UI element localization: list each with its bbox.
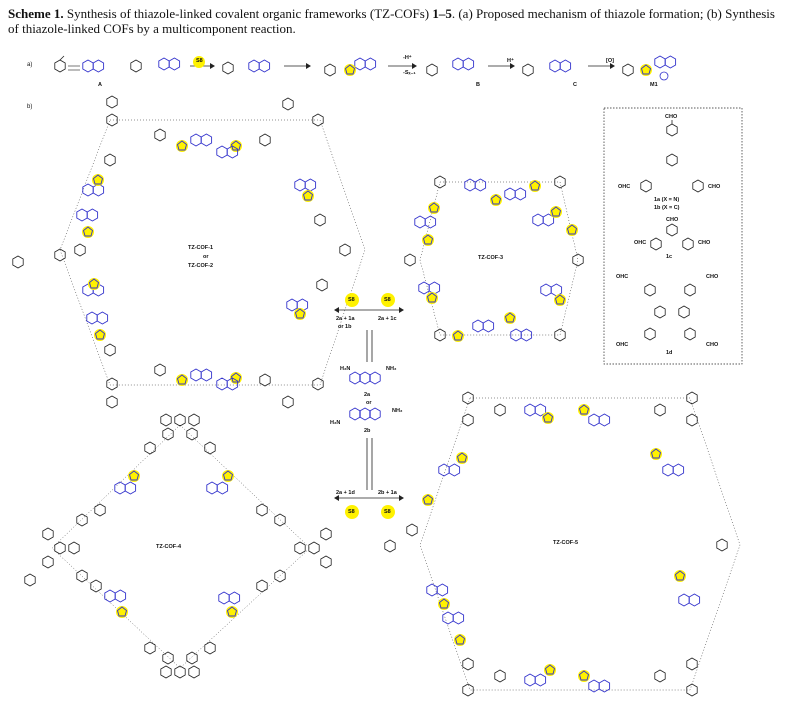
box-label-1c: 1c — [666, 254, 673, 260]
compound-label-a: A — [98, 82, 102, 88]
box-ohc-1d: OHC — [616, 274, 629, 280]
amine-nh2-b: NH₂ — [392, 408, 403, 414]
cof-5-label: TZ-COF-5 — [553, 540, 579, 546]
box-cho-top: CHO — [665, 114, 678, 120]
sulfur-reagent-tl: S8 — [348, 297, 355, 303]
amine-or-label: or — [366, 400, 372, 406]
cond-bot-left: 2a + 1d — [336, 490, 355, 496]
sulfur-reagent-bl: S8 — [348, 509, 355, 515]
box-label-1a: 1a (X = N) — [654, 197, 680, 203]
cond-top-left: 2a + 1a — [336, 316, 355, 322]
scheme-caption: Scheme 1. Synthesis of thiazole-linked c… — [8, 6, 780, 36]
arrow-label-h: H⁺ — [507, 58, 514, 64]
amine-h2n-b: H₂N — [330, 420, 341, 426]
mechanism-row — [54, 55, 677, 81]
box-label-1b: 1b (X = C) — [654, 205, 680, 211]
caption-bold-range: 1–5 — [432, 6, 452, 21]
monomer-box — [603, 107, 743, 365]
cof-2-label: TZ-COF-2 — [188, 263, 214, 269]
arrow-label-minus-s: -Sₓ₋₁ — [403, 70, 416, 76]
box-ohc-1d-2: OHC — [616, 342, 629, 348]
tz-cof-5-framework — [384, 391, 741, 697]
sulfur-reagent-tr: S8 — [384, 297, 391, 303]
panel-a-label: a) — [27, 62, 33, 68]
arrow-label-ox: [O] — [606, 58, 614, 64]
caption-bold: Scheme 1. — [8, 6, 64, 21]
cof-or-label: or — [203, 254, 209, 260]
panel-b-label: b) — [27, 104, 33, 110]
compound-label-c: C — [573, 82, 577, 88]
amine-nh2-a: NH₂ — [386, 366, 397, 372]
box-cho-1d: CHO — [706, 274, 719, 280]
amine-h2n-a: H₂N — [340, 366, 351, 372]
box-label-1d: 1d — [666, 350, 673, 356]
caption-text: Synthesis of thiazole-linked covalent or… — [63, 6, 433, 21]
sulfur-reagent-a: S8 — [196, 58, 203, 64]
box-ohc-1a: OHC — [618, 184, 631, 190]
compound-label-b: B — [476, 82, 480, 88]
box-cho-1d-2: CHO — [706, 342, 719, 348]
cof-1-label: TZ-COF-1 — [188, 245, 214, 251]
compound-label-m1: M1 — [650, 82, 658, 88]
tz-cof-3-framework — [404, 175, 584, 343]
box-ohc-1c: OHC — [634, 240, 647, 246]
tz-cof-1-framework — [12, 95, 366, 409]
cof-3-label: TZ-COF-3 — [478, 255, 504, 261]
cof-4-label: TZ-COF-4 — [156, 544, 182, 550]
box-cho-1a: CHO — [708, 184, 721, 190]
box-cho-1c: CHO — [666, 217, 679, 223]
amine-2b-label: 2b — [364, 428, 371, 434]
cond-top-right: 2a + 1c — [378, 316, 397, 322]
cond-bot-right: 2b + 1a — [378, 490, 397, 496]
arrow-label-minus-h: -H⁺ — [403, 55, 412, 61]
center-arrows — [334, 293, 404, 519]
monomer-structures — [640, 120, 704, 341]
sulfur-reagent-br: S8 — [384, 509, 391, 515]
box-cho-1c-2: CHO — [698, 240, 711, 246]
cond-top-left-2: or 1b — [338, 324, 352, 330]
caption-text-2: . (a) Proposed mechanism of thiazole for… — [8, 6, 775, 36]
amine-2a-label: 2a — [364, 392, 371, 398]
